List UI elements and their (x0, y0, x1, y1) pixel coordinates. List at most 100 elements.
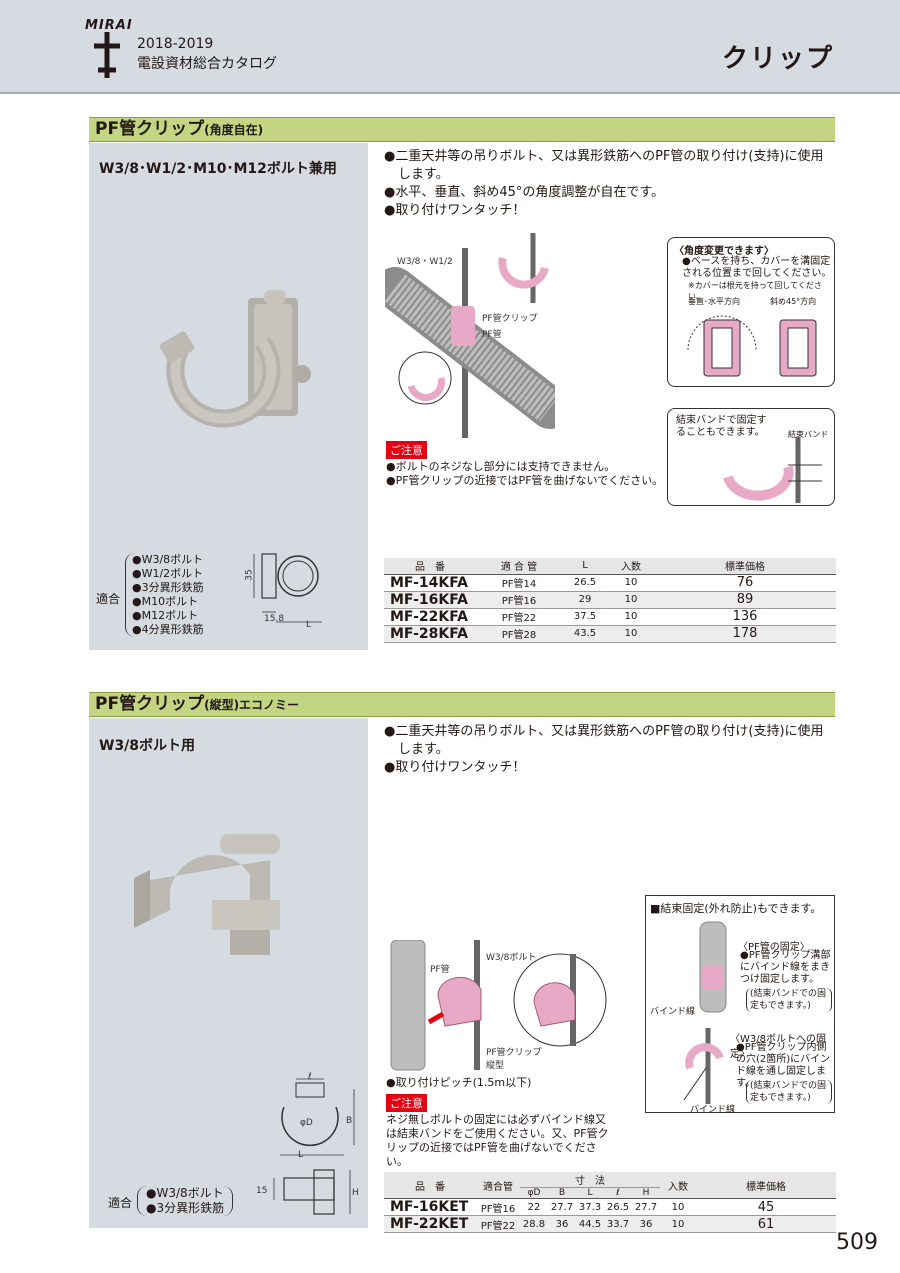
price-cell: 136 (654, 608, 836, 626)
fit-item: ●3分異形鉄筋 (132, 581, 204, 594)
table-cell: PF管16 (476, 591, 562, 609)
table-cell: PF管28 (476, 625, 562, 643)
table-subheader: L (576, 1187, 604, 1199)
table-cell: PF管16 (476, 1198, 520, 1216)
diagram-clip-label: PF管クリップ (482, 314, 538, 324)
section1-dimension-drawing (253, 553, 322, 623)
brand-logo-text: MIRAI (85, 18, 133, 33)
table-header: 適合管 (476, 1172, 520, 1199)
section1-spec-table: 品 番 適 合 管 L 入数 標準価格 MF-14KFA PF管14 26.5 … (384, 558, 836, 643)
section1-caution-list: ●ボルトのネジなし部分には支持できません。 ●PF管クリップの近接ではPF管を曲… (386, 460, 663, 488)
section2-caution-tag: ご注意 (386, 1094, 427, 1112)
dim-height-label: 35 (244, 569, 255, 581)
binding-fix-box: ■結束固定(外れ防止)もできます。 〈PF管の固定〉 ●PF管クリップ溝部にバイ… (645, 895, 835, 1115)
catalog-years: 2018-2019 (137, 36, 214, 52)
table-row: MF-22KFA PF管22 37.5 10 136 (384, 608, 836, 626)
section2-subtitle: W3/8ボルト用 (99, 738, 196, 754)
table-cell: 22 (520, 1198, 548, 1216)
dim-l-label: L (298, 1150, 304, 1160)
table-header: 品 番 (384, 1172, 476, 1199)
dim-diameter-label: φD (300, 1118, 313, 1128)
feature-item: ●二重天井等の吊りボルト、又は異形鉄筋へのPF管の取り付け(支持)に使用します。 (384, 724, 824, 757)
table-cell: 27.7 (548, 1198, 576, 1216)
fit-item: ●4分異形鉄筋 (132, 623, 204, 636)
product-code: MF-14KFA (384, 574, 476, 592)
band-box-label: 結束バンド (788, 430, 829, 439)
section2-title-note: (縦型)エコノミー (204, 698, 300, 712)
bolt-fix-note: (結束バンドでの固定もできます。) (746, 1080, 832, 1104)
section1-title-note: (角度自在) (204, 123, 264, 137)
fit-item: ●M12ボルト (132, 609, 199, 622)
dim-b-label: B (346, 1116, 353, 1126)
table-cell: 43.5 (562, 625, 608, 643)
table-header: 適 合 管 (476, 558, 562, 575)
section1-caution-tag: ご注意 (386, 441, 427, 459)
table-cell: 10 (660, 1198, 696, 1216)
table-row: MF-22KET PF管22 28.8 36 44.5 33.7 36 10 6… (384, 1215, 836, 1233)
header-divider (0, 92, 900, 94)
feature-item: ●取り付けワンタッチ！ (384, 203, 526, 218)
pf-fix-note: (結束バンドでの固定もできます。) (746, 988, 832, 1012)
section2-title: PF管クリップ (95, 694, 205, 714)
diagram-pipe-label: PF管 (482, 330, 502, 340)
band-fix-box: 結束バンドで固定することもできます。 結束バンド (667, 408, 835, 506)
diagram-bolt-label: W3/8・W1/2 (397, 257, 453, 267)
table-cell: 26.5 (562, 574, 608, 592)
angle-change-box: 〈角度変更できます〉 ●ベースを持ち、カバーを溝固定される位置まで回してください… (667, 237, 835, 387)
table-cell: PF管14 (476, 574, 562, 592)
price-cell: 45 (696, 1198, 836, 1216)
table-cell: 36 (548, 1215, 576, 1233)
price-cell: 178 (654, 625, 836, 643)
table-cell: 33.7 (604, 1215, 632, 1233)
table-subheader: B (548, 1187, 576, 1199)
fit-item: ●W1/2ボルト (132, 567, 204, 580)
table-subheader: H (632, 1187, 660, 1199)
section1-title: PF管クリップ (95, 119, 205, 139)
angle-label-vertical: 垂直･水平方向 (688, 297, 740, 306)
binding-diagram (683, 921, 727, 1104)
bolt-fix-title: 〈W3/8ボルトへの固定〉 (730, 1034, 826, 1060)
section1-fit-list: ●W3/8ボルト ●W1/2ボルト ●3分異形鉄筋 ●M10ボルト ●M12ボル… (125, 553, 235, 637)
section2-spec-table: 品 番 適合管 寸 法 入数 標準価格 φD B L ℓ H MF-16KET … (384, 1172, 836, 1233)
table-cell: 29 (562, 591, 608, 609)
fit-item: ●W3/8ボルト (146, 1186, 224, 1200)
fit-item: ●W3/8ボルト (132, 553, 204, 566)
diagram2-bolt-label: W3/8ボルト (486, 953, 537, 963)
angle-box-note: ※カバーは根元を持って回してください。 (688, 281, 822, 301)
binding-box-title: ■結束固定(外れ防止)もできます。 (650, 902, 822, 915)
table-cell: 37.3 (576, 1198, 604, 1216)
angle-diagram (687, 315, 817, 377)
table-cell: 36 (632, 1215, 660, 1233)
dim-small-l-label: ℓ (308, 1072, 312, 1082)
section1-subtitle: W3/8･W1/2･M10･M12ボルト兼用 (99, 161, 337, 177)
bind-wire-label: バインド線 (650, 1007, 696, 1017)
product-code: MF-28KFA (384, 625, 476, 643)
section2-product-image (134, 834, 280, 955)
section2-title-bar: PF管クリップ(縦型)エコノミー (89, 692, 835, 717)
section1-install-diagram (385, 233, 555, 438)
dim-length-label: L (306, 620, 312, 630)
product-code: MF-22KET (384, 1215, 476, 1233)
table-row: MF-14KFA PF管14 26.5 10 76 (384, 574, 836, 592)
section2-dimension-drawing-side (273, 1169, 351, 1215)
angle-label-diagonal: 斜め45°方向 (770, 297, 817, 306)
section1-product-image (159, 290, 311, 428)
table-header: L (562, 558, 608, 575)
table-header: 入数 (608, 558, 654, 575)
table-header: 標準価格 (654, 558, 836, 575)
section1-feature-list: ●二重天井等の吊りボルト、又は異形鉄筋へのPF管の取り付け(支持)に使用します。… (384, 148, 836, 220)
fit-item: ●M10ボルト (132, 595, 199, 608)
table-cell: 28.8 (520, 1215, 548, 1233)
table-cell: 10 (608, 608, 654, 626)
product-code: MF-16KET (384, 1198, 476, 1216)
table-header: 寸 法 (520, 1172, 660, 1188)
pf-fix-text: ●PF管クリップ溝部にバインド線をまきつけ固定します。 (740, 950, 831, 985)
table-cell: 37.5 (562, 608, 608, 626)
table-cell: 27.7 (632, 1198, 660, 1216)
diagram2-pipe-label: PF管 (430, 965, 450, 975)
feature-item: ●水平、垂直、斜め45°の角度調整が自在です。 (384, 185, 665, 200)
table-cell: 10 (660, 1215, 696, 1233)
caution-item: ●ボルトのネジなし部分には支持できません。 (386, 460, 616, 473)
price-cell: 76 (654, 574, 836, 592)
section2-install-diagram (390, 940, 607, 1071)
